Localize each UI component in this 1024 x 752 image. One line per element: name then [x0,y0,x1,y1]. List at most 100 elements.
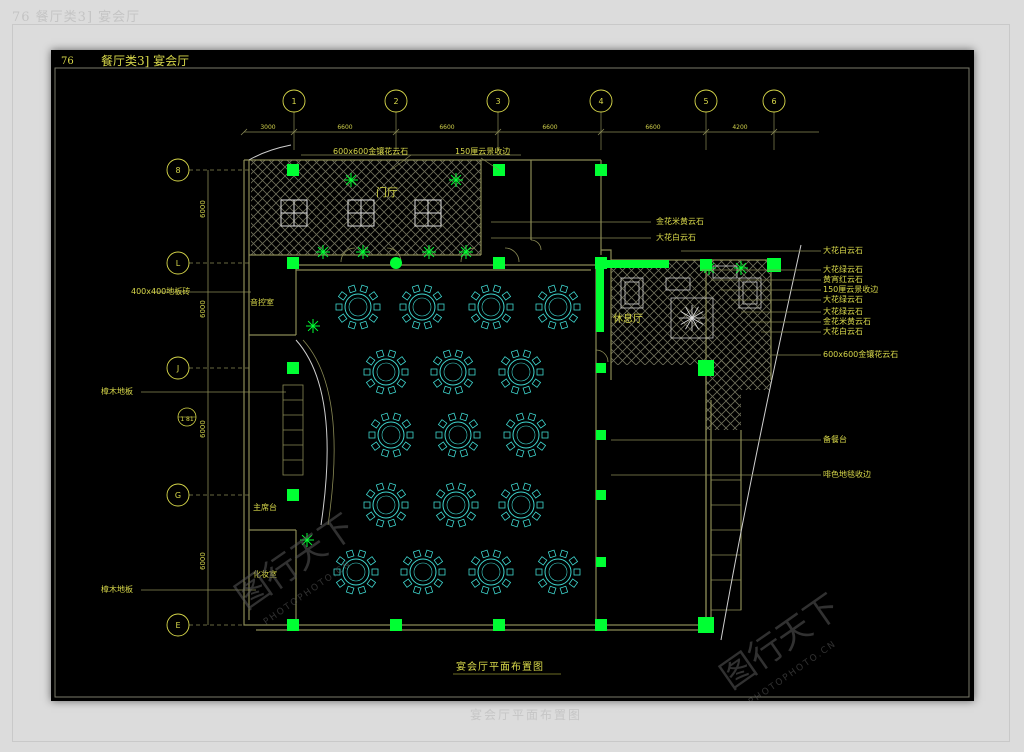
column-13 [698,617,714,633]
lounge-center-motif [679,305,705,331]
column-17 [596,430,606,440]
axis-bubble-top-4: 4 [589,89,613,150]
door-swings [340,239,609,363]
axis-bubble-left-G: G [166,483,251,507]
dim-tick [770,128,778,136]
left-dim-3: 6000 [199,420,207,438]
stage-edge [295,339,328,526]
column-6 [595,257,607,269]
column-14 [698,360,714,376]
axis-bubble-left-E: E [166,613,251,637]
ghost-sheet-title: 76 餐厅类3] 宴会厅 [12,10,141,25]
axis-label-top: 4 [598,97,603,106]
axis-bubble-top-5: 5 [694,89,718,150]
banquet-table-9 [435,412,481,458]
label-top-left: 600x600金镶花云石 [333,146,408,156]
label-r9: 600x600金镶花云石 [823,349,898,359]
axis-bubble-top-6: 6 [762,89,786,150]
room-label-foyer: 门厅 [376,185,398,199]
ghost-frame [12,24,1010,742]
foyer-floor [251,160,481,255]
banquet-table-6 [430,349,476,395]
banquet-table-14 [333,549,379,595]
axis-label-left: 8 [175,166,180,175]
axis-bubble-left-sub: 1 81 [177,407,197,427]
plant-3 [316,245,330,259]
ghost-caption: 宴会厅平面布置图 [470,708,583,722]
sheet-title: 餐厅类3] 宴会厅 [101,53,189,68]
label-r11: 啡色地毯收边 [823,469,871,479]
label-right-2: 大花白云石 [656,232,696,242]
column-16 [596,363,606,373]
banquet-table-13 [498,482,544,528]
banquet-table-4 [535,284,581,330]
axis-label-top: 2 [393,97,398,106]
left-dim-1: 6000 [199,200,207,218]
room-label-lounge: 休息厅 [613,312,643,325]
axis-label-top: 5 [703,97,708,106]
sheet-number: 76 [61,56,74,67]
axis-label-left: L [176,259,181,268]
column-9 [287,619,299,631]
label-r5: 大花绿云石 [823,294,863,304]
stage-edge-inner [302,339,335,526]
label-r7: 金花米黄云石 [823,316,871,326]
axis-bubble-top-2: 2 [384,89,408,150]
foyer-windows [280,199,442,227]
service-stair [710,479,742,611]
lounge-floor [611,260,771,365]
axis-bubble-top-1: 1 [282,89,306,150]
axis-label-top: 6 [771,97,776,106]
plant-4 [356,245,370,259]
top-dim-2: 6600 [337,124,352,131]
light-fixture-3 [493,257,505,269]
label-r6: 大花绿云石 [823,306,863,316]
column-10 [390,619,402,631]
dim-tick [597,128,605,136]
plant-2 [449,173,463,187]
left-dim-4: 6000 [199,552,207,570]
banquet-table-5 [363,349,409,395]
plant-5 [422,245,436,259]
lounge-corridor-floor [706,360,771,430]
top-dim-1: 3000 [260,124,275,131]
dim-tick [290,128,298,136]
column-1 [287,164,299,176]
label-r2: 大花绿云石 [823,264,863,274]
plant-9 [734,261,748,275]
drawing-caption: 宴会厅平面布置图 [456,660,544,673]
banquet-table-15 [400,549,446,595]
top-dim-4: 6600 [542,124,557,131]
label-r1: 大花白云石 [823,245,863,255]
label-left-1: 400x400地板砖 [131,286,190,296]
banquet-table-7 [498,349,544,395]
axis-label-left: G [175,491,181,500]
column-7 [287,362,299,374]
column-15 [767,258,781,272]
label-top-right: 150厘云景收边 [455,146,510,156]
banquet-table-12 [433,482,479,528]
annotation-leaders [141,154,821,591]
banquet-table-17 [535,549,581,595]
column-18 [596,490,606,500]
banquet-table-10 [503,412,549,458]
light-fixture-1 [390,257,402,269]
banquet-tables [333,284,581,595]
label-left-2: 樟木地板 [101,386,133,396]
column-19 [596,557,606,567]
column-11 [493,619,505,631]
annotations: 600x600金镶花云石 150厘云景收边 金花米黄云石 大花白云石 400x4… [101,146,898,594]
room-label-dressing: 化妆室 [253,569,277,579]
banquet-table-11 [363,482,409,528]
label-right-1: 金花米黄云石 [656,216,704,226]
plant-10 [702,261,716,275]
label-r4: 150厘云景收边 [823,284,878,294]
column-4 [287,257,299,269]
room-label-sound: 音控室 [250,297,274,307]
banquet-table-3 [468,284,514,330]
label-r10: 备餐台 [823,434,847,444]
axis-label-top: 1 [291,97,296,106]
axis-label-left-sub: 1 81 [180,416,194,423]
